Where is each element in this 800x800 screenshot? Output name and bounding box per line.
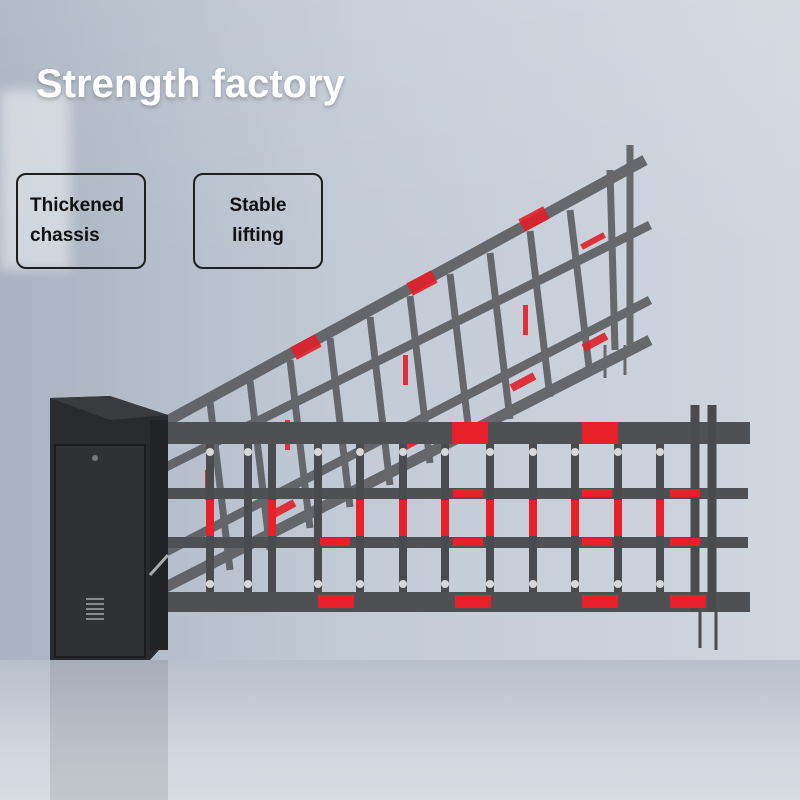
feature-line: lifting [232, 225, 284, 246]
feature-box-lifting: Stable lifting [193, 173, 323, 269]
feature-line: chassis [30, 225, 100, 246]
cabinet-vent [86, 598, 104, 620]
headline: Strength factory [36, 62, 345, 106]
hinge-bolts [206, 448, 664, 588]
cabinet-reflection [50, 660, 168, 800]
feature-line: Stable [229, 195, 287, 216]
gate-cabinet [50, 396, 170, 660]
floor [0, 660, 800, 800]
lowered-arm-reflectors [206, 422, 706, 608]
feature-box-chassis: Thickened chassis [16, 173, 146, 269]
window-light [0, 90, 70, 270]
feature-line: Thickened [30, 195, 124, 216]
